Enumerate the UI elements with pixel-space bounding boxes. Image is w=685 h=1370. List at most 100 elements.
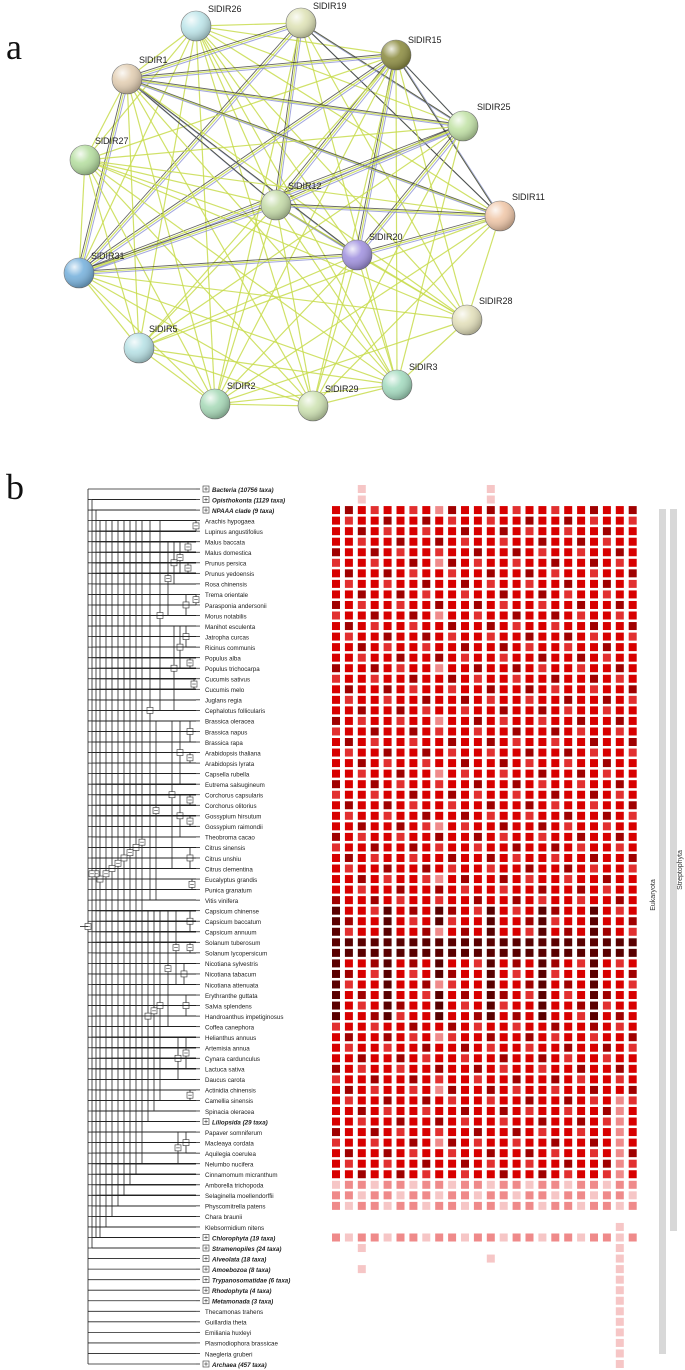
heatmap-cell xyxy=(525,1001,534,1010)
heatmap-cell xyxy=(409,716,418,725)
heatmap-cell xyxy=(615,653,624,662)
heatmap-cell xyxy=(525,600,534,609)
network-edge xyxy=(138,347,216,405)
heatmap-cell xyxy=(448,1180,457,1189)
heatmap-cell xyxy=(448,516,457,525)
heatmap-cell xyxy=(512,748,521,757)
heatmap-cell xyxy=(512,875,521,884)
heatmap-cell xyxy=(461,1201,469,1210)
taxon-label: Capsella rubella xyxy=(205,771,250,778)
heatmap-cell xyxy=(615,664,624,673)
heatmap-cell xyxy=(370,1159,379,1168)
heatmap-cell xyxy=(344,885,353,894)
heatmap-cell xyxy=(525,790,534,799)
heatmap-cell xyxy=(409,1233,418,1242)
heatmap-cell xyxy=(538,875,547,884)
heatmap-cell xyxy=(332,906,340,915)
heatmap-cell xyxy=(577,991,586,1000)
heatmap-cell xyxy=(551,685,560,694)
heatmap-cell xyxy=(357,485,366,493)
heatmap-cell xyxy=(564,980,573,989)
heatmap-cell xyxy=(577,527,586,536)
heatmap-cell xyxy=(396,822,405,831)
network-edge xyxy=(125,21,300,78)
heatmap-cell xyxy=(564,674,573,683)
heatmap-cell xyxy=(357,1138,366,1147)
heatmap-cell xyxy=(590,748,598,757)
heatmap-cell xyxy=(396,1149,405,1158)
heatmap-cell xyxy=(344,864,353,873)
heatmap-cell xyxy=(448,1096,457,1105)
heatmap-cell xyxy=(525,875,534,884)
heatmap-cell xyxy=(512,1191,521,1200)
heatmap-cell xyxy=(332,727,340,736)
heatmap-cell xyxy=(499,864,508,873)
heatmap-cell xyxy=(396,801,405,810)
heatmap-cell xyxy=(396,1117,405,1126)
heatmap-cell xyxy=(396,853,405,862)
heatmap-cell xyxy=(435,1117,444,1126)
heatmap-cell xyxy=(435,727,444,736)
heatmap-cell xyxy=(499,938,508,947)
heatmap-cell xyxy=(473,748,482,757)
heatmap-cell xyxy=(525,1117,534,1126)
heatmap-cell xyxy=(448,632,457,641)
clade-bars: Eukaryota Streptophyta xyxy=(650,509,684,1354)
heatmap-cell xyxy=(615,1307,624,1316)
heatmap-cell xyxy=(473,1170,482,1179)
heatmap-cell xyxy=(396,759,405,768)
heatmap-cell xyxy=(473,579,482,588)
heatmap-cell xyxy=(577,727,586,736)
heatmap-cell xyxy=(448,537,457,546)
heatmap-cell xyxy=(383,1075,392,1084)
heatmap-cell xyxy=(551,906,560,915)
heatmap-cell xyxy=(628,1149,637,1158)
heatmap-cell xyxy=(344,759,353,768)
network-node-label: SlDIR19 xyxy=(313,1,347,11)
heatmap-cell xyxy=(486,548,495,557)
heatmap-cell xyxy=(383,1012,392,1021)
heatmap-cell xyxy=(512,590,521,599)
heatmap-cell xyxy=(615,1191,624,1200)
heatmap-cell xyxy=(564,1138,573,1147)
heatmap-cell xyxy=(538,843,547,852)
panel-a-label: a xyxy=(6,27,22,67)
heatmap-cell xyxy=(512,548,521,557)
heatmap-cell xyxy=(396,685,405,694)
heatmap-cell xyxy=(461,1054,469,1063)
heatmap-cell xyxy=(615,1149,624,1158)
heatmap-cell xyxy=(628,948,637,957)
heatmap-cell xyxy=(409,832,418,841)
heatmap-cell xyxy=(344,674,353,683)
heatmap-cell xyxy=(525,664,534,673)
heatmap-cell xyxy=(590,1012,598,1021)
heatmap-cell xyxy=(396,1191,405,1200)
heatmap-cell xyxy=(448,1201,457,1210)
taxon-label: Prunus yedoensis xyxy=(205,571,254,578)
heatmap-cell xyxy=(512,1043,521,1052)
heatmap-cell xyxy=(448,611,457,620)
heatmap-cell xyxy=(538,1180,547,1189)
heatmap-cell xyxy=(512,622,521,631)
heatmap-cell xyxy=(486,674,495,683)
network-edge xyxy=(84,125,464,161)
heatmap-cell xyxy=(564,780,573,789)
heatmap-cell xyxy=(473,685,482,694)
heatmap-cell xyxy=(383,811,392,820)
heatmap-cell xyxy=(551,695,560,704)
heatmap-cell xyxy=(370,927,379,936)
heatmap-cell xyxy=(499,643,508,652)
heatmap-cell xyxy=(370,558,379,567)
network-edge xyxy=(214,54,397,405)
heatmap-cell xyxy=(332,1085,340,1094)
heatmap-cell xyxy=(628,643,637,652)
heatmap-cell xyxy=(383,664,392,673)
heatmap-cell xyxy=(564,600,573,609)
node-gloss xyxy=(261,190,291,220)
heatmap-cell xyxy=(615,875,624,884)
heatmap-cell xyxy=(615,1254,624,1263)
heatmap-cell xyxy=(499,1149,508,1158)
heatmap-cell xyxy=(577,1085,586,1094)
heatmap-cell xyxy=(383,1106,392,1115)
heatmap-cell xyxy=(590,938,598,947)
